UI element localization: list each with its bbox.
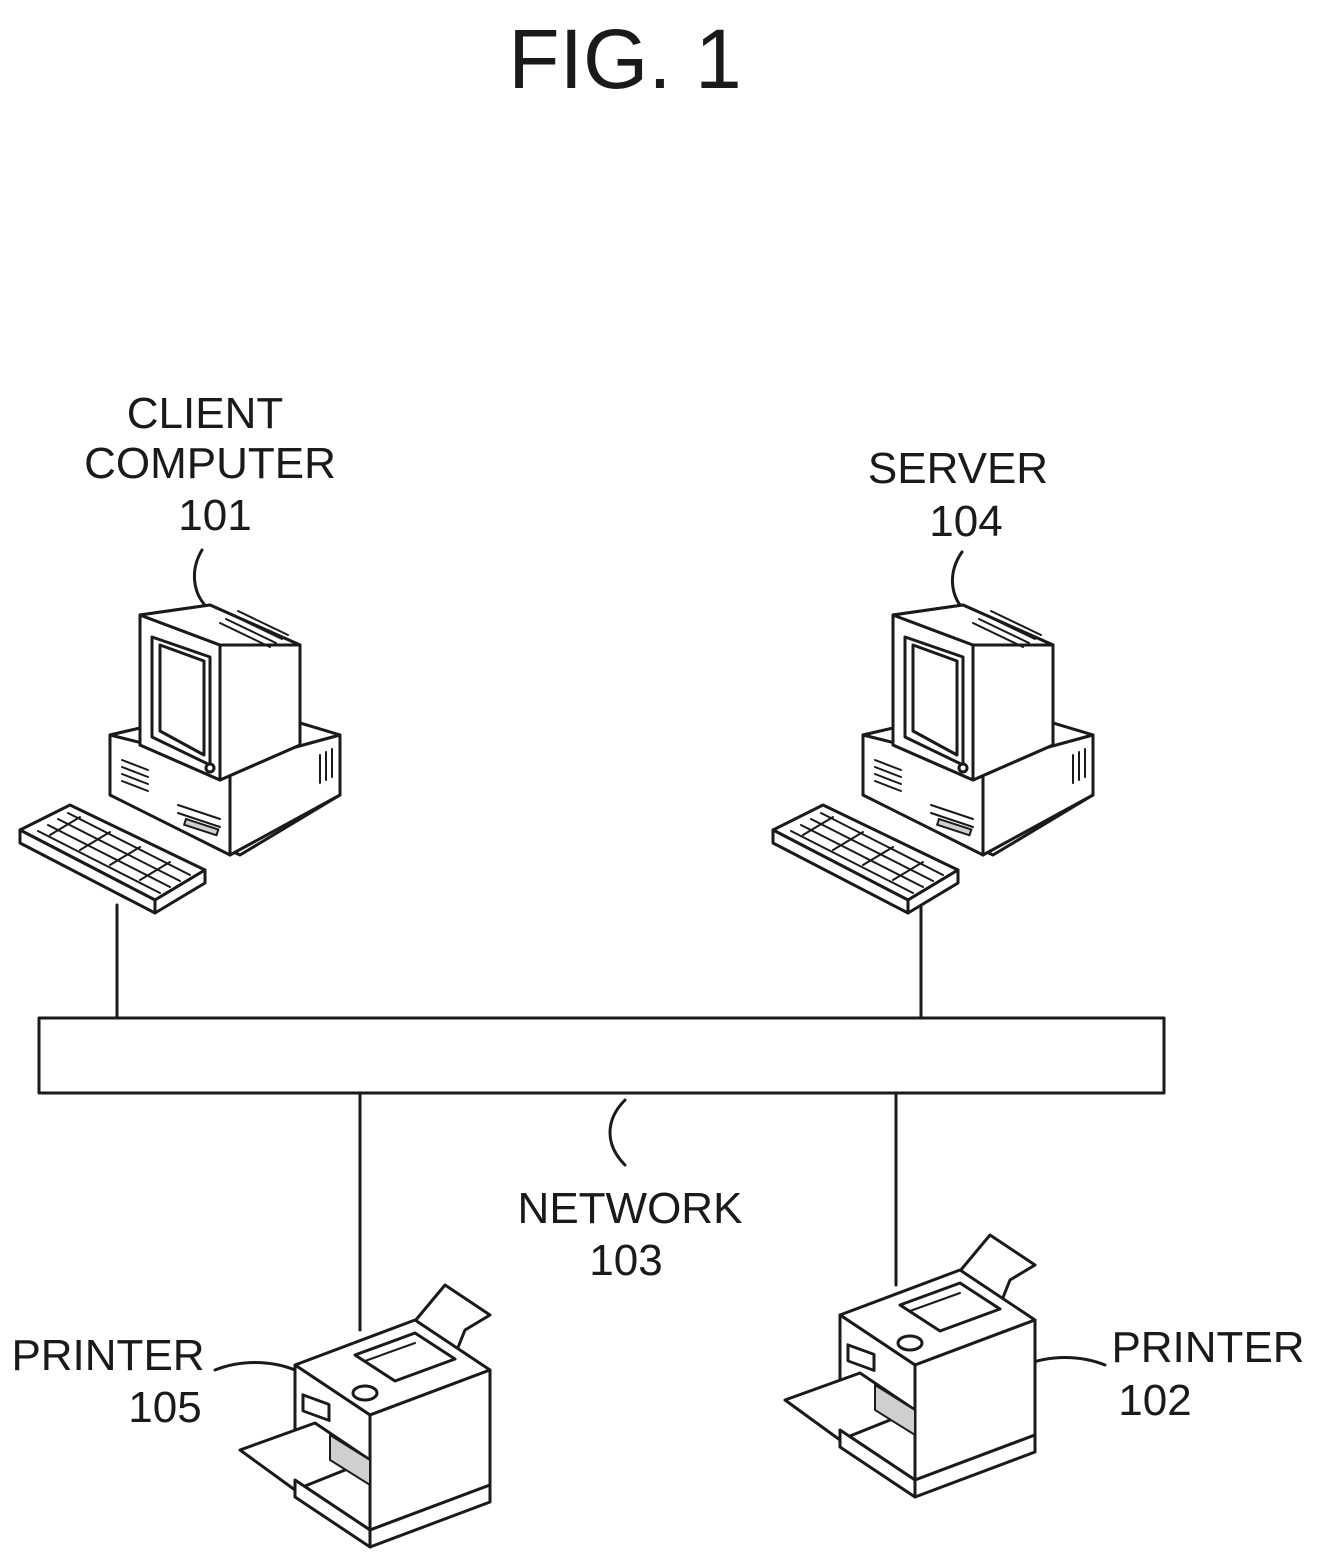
computer-icon [20, 605, 340, 913]
printer-105-group: PRINTER 105 [11, 1285, 490, 1547]
printer-102-label-line1: PRINTER [1111, 1323, 1304, 1372]
client-ref-number: 101 [178, 491, 251, 540]
client-label-line2: COMPUTER [84, 439, 336, 488]
printer-102-leader-line [1025, 1358, 1105, 1366]
printer-105-leader-line [215, 1363, 295, 1371]
server-group: SERVER 104 [773, 444, 1093, 913]
printer-icon [240, 1285, 490, 1547]
printer-icon [785, 1235, 1035, 1497]
server-ref-number: 104 [929, 497, 1002, 546]
printer-102-ref-number: 102 [1118, 1376, 1191, 1425]
network-ref-number: 103 [589, 1236, 662, 1285]
client-label-line1: CLIENT [127, 389, 283, 438]
printer-105-ref-number: 105 [128, 1383, 201, 1432]
figure-title: FIG. 1 [508, 12, 741, 106]
printer-102-group: PRINTER 102 [785, 1235, 1305, 1497]
network-leader-line [610, 1100, 625, 1165]
computer-icon [773, 605, 1093, 913]
network-label-line1: NETWORK [518, 1184, 743, 1233]
server-leader-line [952, 552, 964, 610]
client-computer-group: CLIENT COMPUTER 101 [20, 389, 340, 913]
printer-105-label-line1: PRINTER [11, 1331, 204, 1380]
network-group: NETWORK 103 [518, 1100, 743, 1285]
server-label-line1: SERVER [868, 444, 1048, 493]
network-bus [39, 1018, 1164, 1093]
client-leader-line [194, 550, 210, 610]
